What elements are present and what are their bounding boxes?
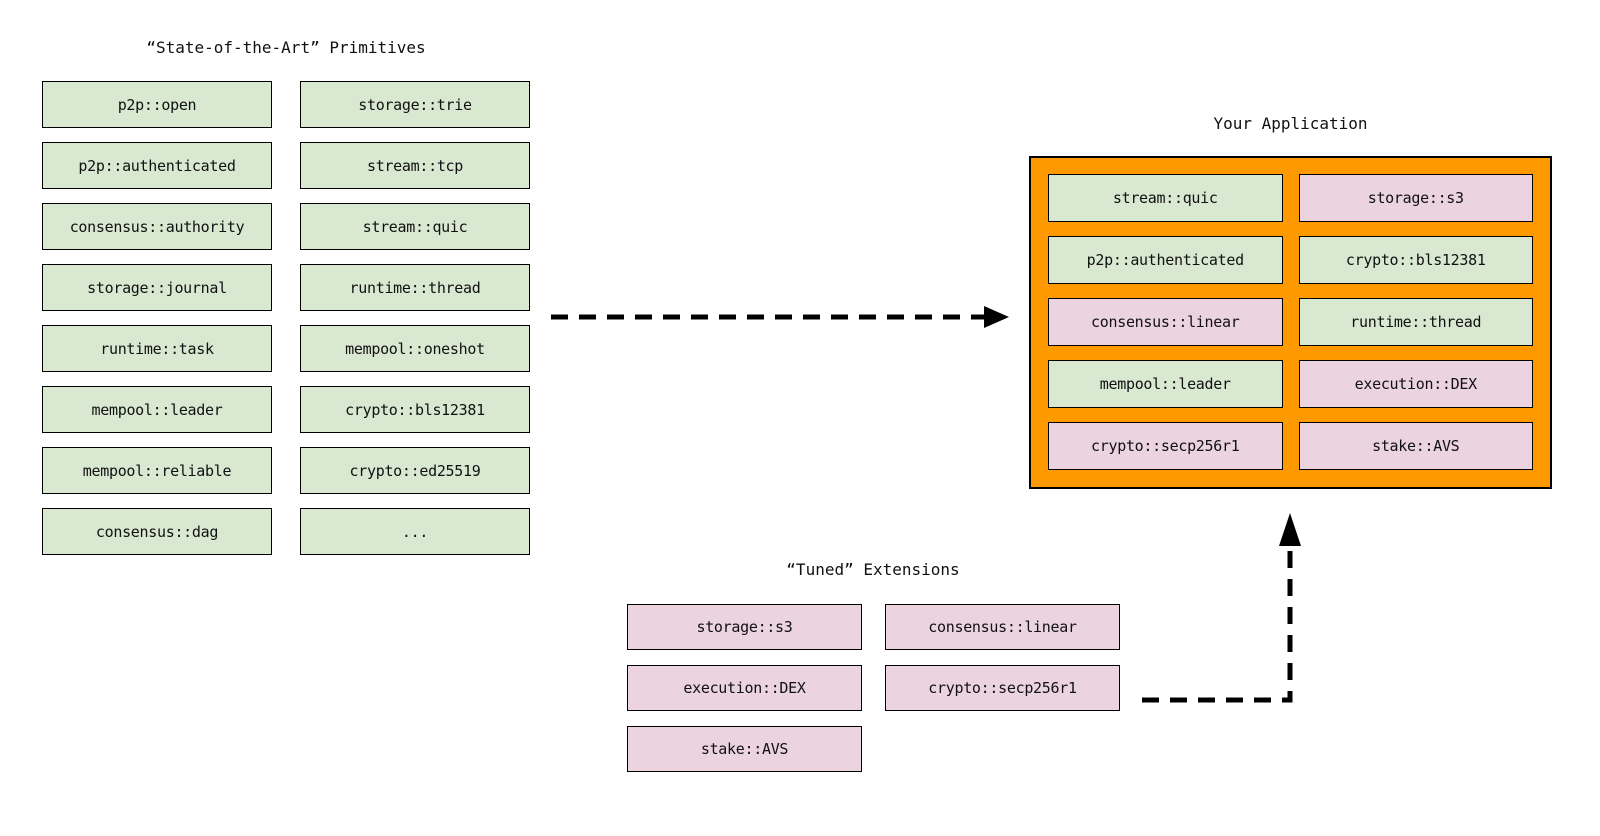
application-module: consensus::linear xyxy=(1048,298,1283,346)
primitive-box: p2p::open xyxy=(42,81,272,128)
application-module: mempool::leader xyxy=(1048,360,1283,408)
application-title: Your Application xyxy=(1213,114,1368,133)
extension-box: storage::s3 xyxy=(627,604,862,650)
primitives-grid: p2p::open p2p::authenticated consensus::… xyxy=(42,81,530,555)
extension-box: consensus::linear xyxy=(885,604,1120,650)
primitive-box: stream::tcp xyxy=(300,142,530,189)
extensions-to-application-arrow xyxy=(1142,513,1301,703)
extension-box: crypto::secp256r1 xyxy=(885,665,1120,711)
application-module: stream::quic xyxy=(1048,174,1283,222)
extension-box: stake::AVS xyxy=(627,726,862,772)
application-module: execution::DEX xyxy=(1298,360,1533,408)
primitives-title: “State-of-the-Art” Primitives xyxy=(146,38,426,57)
application-container: stream::quic storage::s3 p2p::authentica… xyxy=(1029,156,1552,489)
primitives-to-application-arrow xyxy=(551,306,1009,328)
primitive-box: consensus::dag xyxy=(42,508,272,555)
application-module: p2p::authenticated xyxy=(1048,236,1283,284)
primitive-box: mempool::reliable xyxy=(42,447,272,494)
primitive-box: runtime::thread xyxy=(300,264,530,311)
primitive-box: crypto::bls12381 xyxy=(300,386,530,433)
application-module: runtime::thread xyxy=(1298,298,1533,346)
primitive-box: storage::trie xyxy=(300,81,530,128)
primitive-box: crypto::ed25519 xyxy=(300,447,530,494)
extensions-title: “Tuned” Extensions xyxy=(786,560,960,579)
primitive-box: ... xyxy=(300,508,530,555)
primitive-box: storage::journal xyxy=(42,264,272,311)
primitive-box: mempool::leader xyxy=(42,386,272,433)
primitive-box: consensus::authority xyxy=(42,203,272,250)
primitive-box: mempool::oneshot xyxy=(300,325,530,372)
primitive-box: runtime::task xyxy=(42,325,272,372)
primitive-box: p2p::authenticated xyxy=(42,142,272,189)
primitive-box: stream::quic xyxy=(300,203,530,250)
extension-box: execution::DEX xyxy=(627,665,862,711)
application-module: stake::AVS xyxy=(1298,422,1533,470)
application-module: storage::s3 xyxy=(1298,174,1533,222)
extensions-grid: storage::s3 execution::DEX stake::AVS co… xyxy=(627,604,1120,772)
application-module: crypto::secp256r1 xyxy=(1048,422,1283,470)
application-module: crypto::bls12381 xyxy=(1298,236,1533,284)
